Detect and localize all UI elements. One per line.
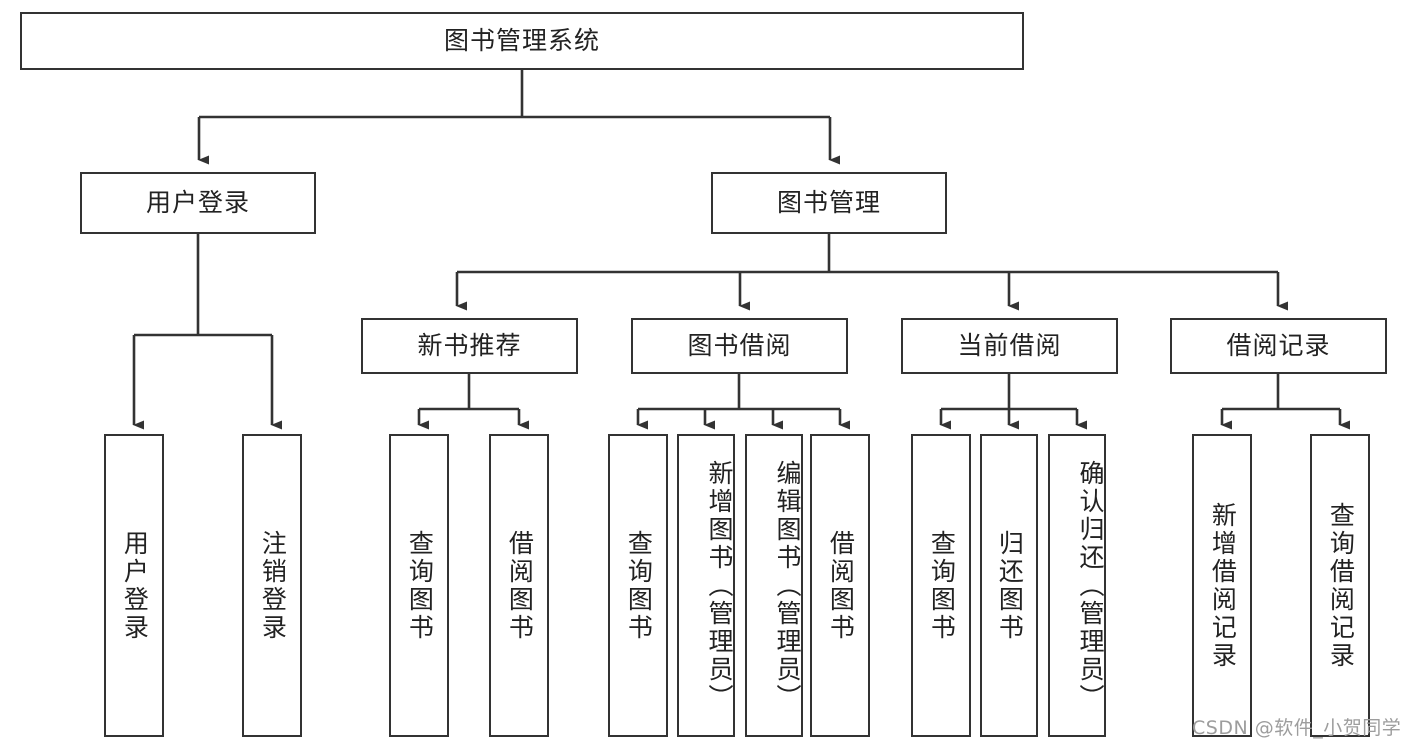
node-current-borrow[interactable]: 当前借阅 bbox=[901, 318, 1118, 374]
watermark-text: CSDN @软件_小贺同学 bbox=[1192, 717, 1402, 739]
node-new-book-recommend[interactable]: 新书推荐 bbox=[361, 318, 578, 374]
leaf-borrow-query-book[interactable]: 查询图书 bbox=[608, 434, 668, 737]
leaf-record-add-borrow-record[interactable]: 新增借阅记录 bbox=[1192, 434, 1252, 737]
leaf-recommend-borrow-book[interactable]: 借阅图书 bbox=[489, 434, 549, 737]
leaf-borrow-edit-book-admin[interactable]: 编辑图书（管理员） bbox=[745, 434, 803, 737]
leaf-borrow-add-book-admin[interactable]: 新增图书（管理员） bbox=[677, 434, 735, 737]
node-borrow-record[interactable]: 借阅记录 bbox=[1170, 318, 1387, 374]
leaf-current-confirm-return-admin[interactable]: 确认归还（管理员） bbox=[1048, 434, 1106, 737]
leaf-current-return-book[interactable]: 归还图书 bbox=[980, 434, 1038, 737]
leaf-current-query-book[interactable]: 查询图书 bbox=[911, 434, 971, 737]
leaf-record-query-borrow-record[interactable]: 查询借阅记录 bbox=[1310, 434, 1370, 737]
leaf-user-login[interactable]: 用户登录 bbox=[104, 434, 164, 737]
leaf-user-logout[interactable]: 注销登录 bbox=[242, 434, 302, 737]
node-book-management[interactable]: 图书管理 bbox=[711, 172, 947, 234]
leaf-borrow-borrow-book[interactable]: 借阅图书 bbox=[810, 434, 870, 737]
leaf-recommend-query-book[interactable]: 查询图书 bbox=[389, 434, 449, 737]
node-root-system[interactable]: 图书管理系统 bbox=[20, 12, 1024, 70]
node-book-borrow[interactable]: 图书借阅 bbox=[631, 318, 848, 374]
node-user-login[interactable]: 用户登录 bbox=[80, 172, 316, 234]
